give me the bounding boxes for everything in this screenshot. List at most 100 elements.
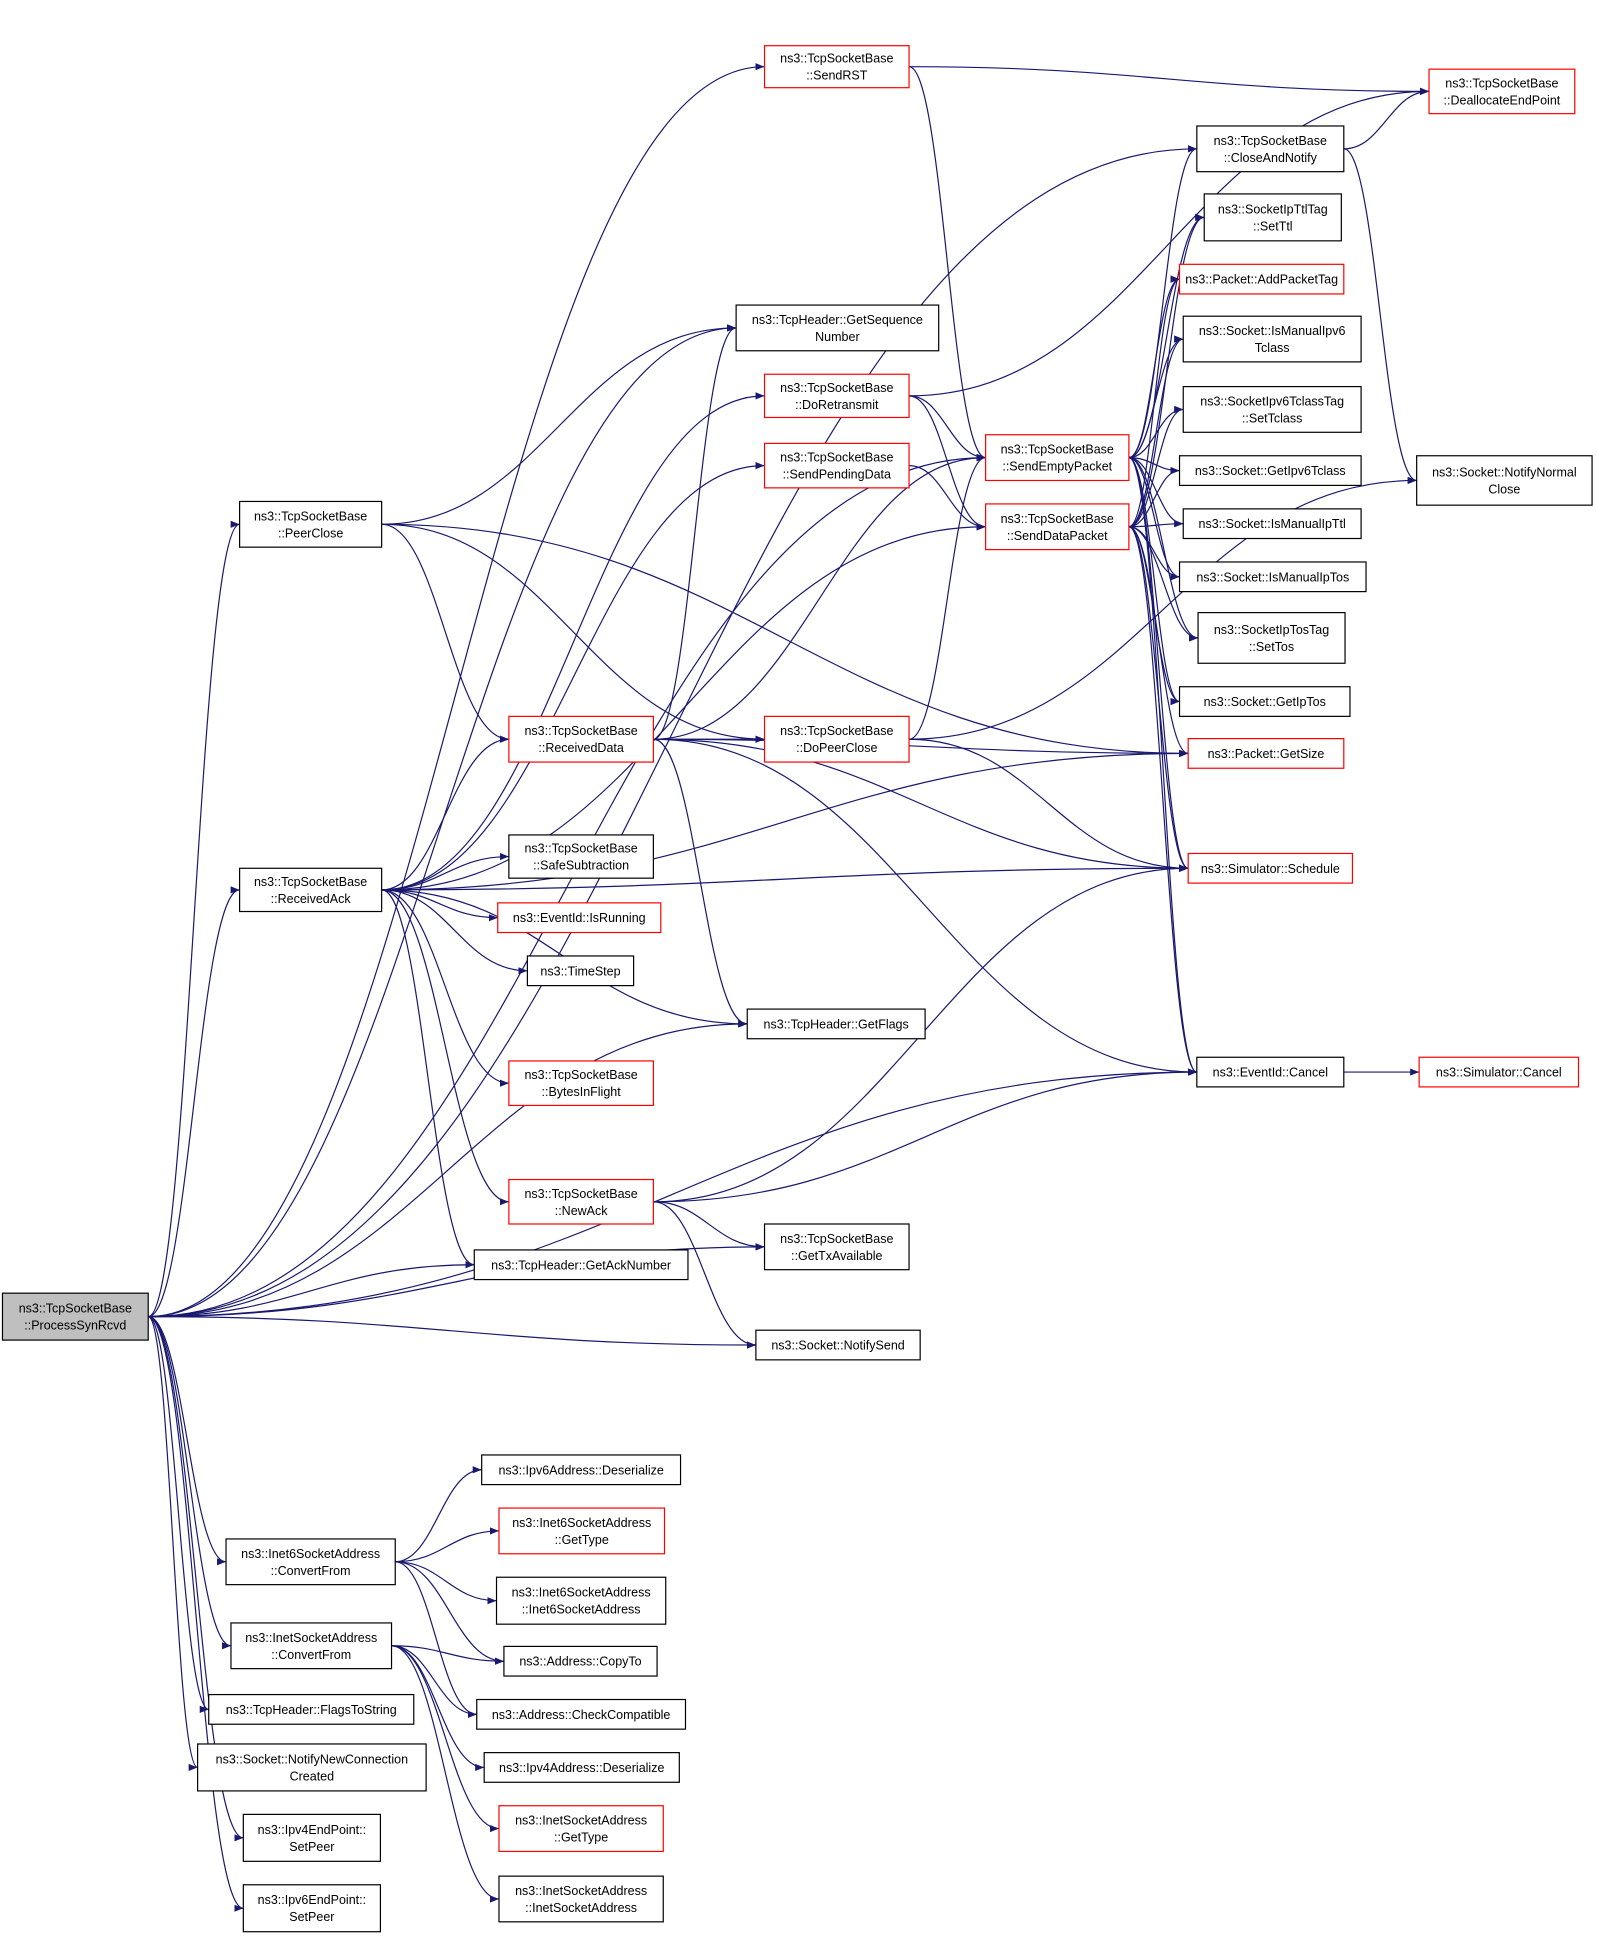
node-setttl[interactable]: ns3::SocketIpTtlTag::SetTtl bbox=[1203, 193, 1342, 242]
edge-inetconv-to-copyto bbox=[391, 1645, 504, 1665]
node-notifysend[interactable]: ns3::Socket::NotifySend bbox=[755, 1329, 921, 1361]
node-copyto[interactable]: ns3::Address::CopyTo bbox=[503, 1645, 658, 1677]
node-sendempty[interactable]: ns3::TcpSocketBase::SendEmptyPacket bbox=[985, 434, 1130, 482]
edge-receiveddata-to-schedule bbox=[653, 738, 1189, 872]
node-safesub[interactable]: ns3::TcpSocketBase::SafeSubtraction bbox=[508, 834, 654, 879]
node-flagstostr[interactable]: ns3::TcpHeader::FlagsToString bbox=[208, 1693, 415, 1725]
node-label-line: ::SetTtl bbox=[1253, 219, 1293, 233]
node-peerclose[interactable]: ns3::TcpSocketBase::PeerClose bbox=[239, 500, 383, 548]
edge-senddata-to-ismanipv6tc bbox=[1128, 335, 1184, 528]
call-edge bbox=[381, 324, 737, 525]
call-edge bbox=[909, 738, 1189, 872]
node-box bbox=[508, 834, 654, 879]
node-label-line: ns3::Packet::GetSize bbox=[1208, 747, 1325, 761]
node-newack[interactable]: ns3::TcpSocketBase::NewAck bbox=[508, 1178, 654, 1225]
node-label-line: ::ReceivedAck bbox=[271, 892, 352, 906]
edge-receivedack-to-getsize bbox=[381, 749, 1189, 891]
call-edge bbox=[653, 454, 986, 740]
node-gettxavail[interactable]: ns3::TcpSocketBase::GetTxAvailable bbox=[763, 1223, 910, 1271]
edge-sendempty-to-addpackettag bbox=[1128, 275, 1180, 459]
node-label-line: ::GetType bbox=[554, 1831, 608, 1845]
edge-closenotify-to-dealloc bbox=[1343, 87, 1430, 150]
node-label-line: ns3::Socket::IsManualIpv6 bbox=[1199, 324, 1346, 338]
node-inet6conv[interactable]: ns3::Inet6SocketAddress::ConvertFrom bbox=[225, 1538, 396, 1586]
edge-root-to-getflags bbox=[148, 1020, 748, 1318]
node-ipv4ep[interactable]: ns3::Ipv4EndPoint::SetPeer bbox=[242, 1813, 382, 1862]
call-edge bbox=[1128, 526, 1189, 757]
node-box bbox=[735, 304, 940, 352]
edge-senddata-to-ismanipttl bbox=[1128, 520, 1184, 528]
node-doretransmit[interactable]: ns3::TcpSocketBase::DoRetransmit bbox=[763, 373, 910, 419]
node-evcancel[interactable]: ns3::EventId::Cancel bbox=[1196, 1056, 1345, 1088]
node-inetgettype[interactable]: ns3::InetSocketAddress::GetType bbox=[498, 1805, 664, 1853]
node-receiveddata[interactable]: ns3::TcpSocketBase::ReceivedData bbox=[508, 715, 654, 763]
node-ipv4deser[interactable]: ns3::Ipv4Address::Deserialize bbox=[483, 1752, 680, 1783]
node-senddata[interactable]: ns3::TcpSocketBase::SendDataPacket bbox=[985, 503, 1130, 551]
node-box bbox=[473, 1249, 689, 1281]
node-getsize[interactable]: ns3::Packet::GetSize bbox=[1187, 737, 1345, 769]
node-box bbox=[985, 503, 1130, 551]
node-dealloc[interactable]: ns3::TcpSocketBase::DeallocateEndPoint bbox=[1428, 68, 1576, 115]
node-receivedack[interactable]: ns3::TcpSocketBase::ReceivedAck bbox=[239, 867, 383, 913]
node-box bbox=[1182, 385, 1362, 433]
node-ismanipttl[interactable]: ns3::Socket::IsManualIpTtl bbox=[1182, 508, 1362, 540]
edge-receivedack-to-bytesinflight bbox=[381, 889, 509, 1087]
node-schedule[interactable]: ns3::Simulator::Schedule bbox=[1187, 852, 1354, 884]
edge-newack-to-evcancel bbox=[653, 1068, 1197, 1203]
edge-root-to-notifynewconn bbox=[147, 1316, 199, 1771]
node-timestep[interactable]: ns3::TimeStep bbox=[526, 955, 635, 987]
call-edge bbox=[148, 1316, 244, 1842]
node-getflags[interactable]: ns3::TcpHeader::GetFlags bbox=[746, 1008, 926, 1040]
node-sendpending[interactable]: ns3::TcpSocketBase::SendPendingData bbox=[763, 442, 910, 489]
node-simcancel[interactable]: ns3::Simulator::Cancel bbox=[1418, 1056, 1580, 1088]
node-ipv6deser[interactable]: ns3::Ipv6Address::Deserialize bbox=[481, 1454, 682, 1486]
node-inet6gettype[interactable]: ns3::Inet6SocketAddress::GetType bbox=[498, 1507, 666, 1555]
call-edge bbox=[909, 87, 1430, 397]
call-edge bbox=[148, 454, 986, 1318]
edge-receiveddata-to-getflags bbox=[653, 738, 748, 1028]
call-edge bbox=[381, 889, 475, 1269]
node-box bbox=[481, 1454, 682, 1486]
node-label-line: ns3::Simulator::Schedule bbox=[1201, 862, 1340, 876]
node-box bbox=[526, 955, 635, 987]
node-box bbox=[1203, 193, 1342, 242]
edge-receivedack-to-timestep bbox=[381, 889, 528, 975]
node-sendrst[interactable]: ns3::TcpSocketBase::SendRST bbox=[763, 45, 910, 89]
node-addpackettag[interactable]: ns3::Packet::AddPacketTag bbox=[1178, 263, 1345, 295]
edge-receivedack-to-safesub bbox=[381, 852, 509, 891]
node-isrunning[interactable]: ns3::EventId::IsRunning bbox=[497, 902, 662, 934]
edge-dopeerclose-to-schedule bbox=[909, 738, 1189, 872]
node-dopeerclose[interactable]: ns3::TcpSocketBase::DoPeerClose bbox=[763, 715, 910, 763]
node-settos[interactable]: ns3::SocketIpTosTag::SetTos bbox=[1197, 612, 1346, 664]
node-inetconv[interactable]: ns3::InetSocketAddress::ConvertFrom bbox=[230, 1622, 393, 1670]
node-getipv6tc[interactable]: ns3::Socket::GetIpv6Tclass bbox=[1178, 455, 1362, 486]
node-label-line: ::PeerClose bbox=[278, 526, 343, 540]
node-closenotify[interactable]: ns3::TcpSocketBase::CloseAndNotify bbox=[1196, 125, 1345, 173]
node-label-line: ns3::TcpSocketBase bbox=[524, 1187, 637, 1201]
node-bytesinflight[interactable]: ns3::TcpSocketBase::BytesInFlight bbox=[508, 1060, 654, 1107]
node-inetctor[interactable]: ns3::InetSocketAddress::InetSocketAddres… bbox=[498, 1875, 664, 1923]
node-settclass[interactable]: ns3::SocketIpv6TclassTag::SetTclass bbox=[1182, 385, 1362, 433]
call-edge bbox=[653, 1068, 1197, 1203]
edge-root-to-evcancel bbox=[148, 1068, 1197, 1318]
node-ipv6ep[interactable]: ns3::Ipv6EndPoint::SetPeer bbox=[242, 1884, 382, 1933]
node-box bbox=[498, 1805, 664, 1853]
node-label-line: ::BytesInFlight bbox=[542, 1085, 622, 1099]
node-ismaniptos[interactable]: ns3::Socket::IsManualIpTos bbox=[1178, 561, 1367, 593]
edge-inet6conv-to-checkcompat bbox=[395, 1561, 477, 1718]
node-inet6ctor[interactable]: ns3::Inet6SocketAddress::Inet6SocketAddr… bbox=[495, 1576, 667, 1625]
node-root[interactable]: ns3::TcpSocketBase::ProcessSynRcvd bbox=[1, 1292, 149, 1341]
node-getacknum[interactable]: ns3::TcpHeader::GetAckNumber bbox=[473, 1249, 689, 1281]
node-getiptos[interactable]: ns3::Socket::GetIpTos bbox=[1178, 686, 1351, 717]
node-box bbox=[746, 1008, 926, 1040]
node-label-line: ns3::EventId::IsRunning bbox=[513, 911, 646, 925]
call-edge bbox=[909, 66, 1430, 95]
node-label-line: ns3::Ipv6EndPoint:: bbox=[258, 1893, 366, 1907]
node-checkcompat[interactable]: ns3::Address::CheckCompatible bbox=[476, 1698, 687, 1730]
node-box bbox=[230, 1622, 393, 1670]
edge-root-to-receivedack bbox=[148, 886, 240, 1318]
